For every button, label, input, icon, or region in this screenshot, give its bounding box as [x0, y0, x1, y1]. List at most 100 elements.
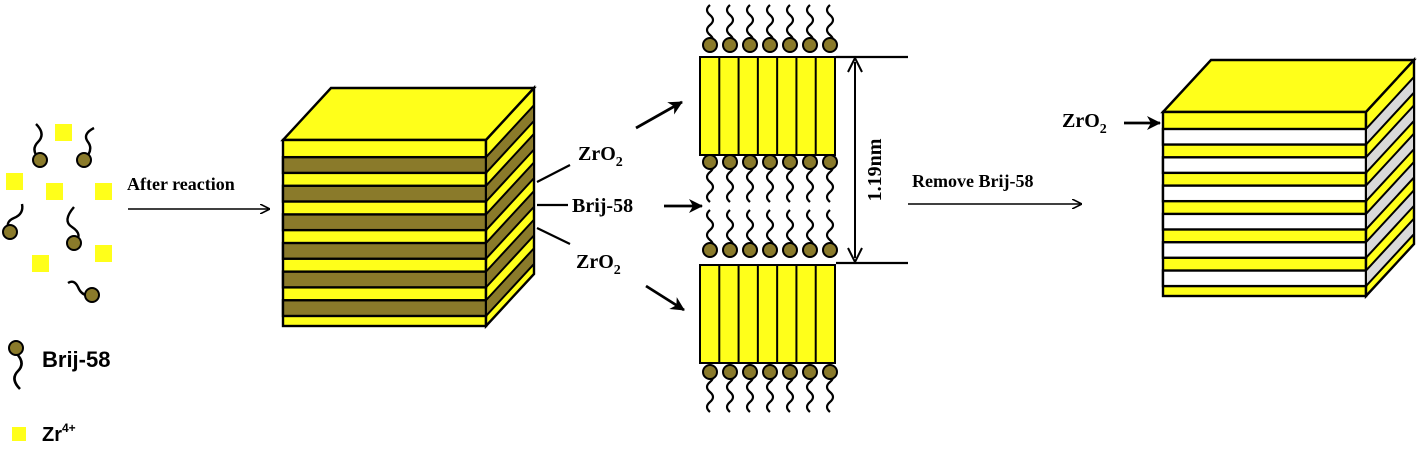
- mesoporous-zro2-cube: [1160, 56, 1417, 300]
- surfactant-head: [762, 242, 778, 258]
- zoom-brij-label: Brij-58: [572, 195, 633, 217]
- surfactant-head: [742, 154, 758, 170]
- brij-58-molecule: [702, 154, 718, 203]
- zr4-ion: [46, 183, 63, 200]
- brij-58-legend-icon: [8, 340, 24, 390]
- pore-layer-side: [1365, 159, 1415, 233]
- pore-layer-front: [1161, 241, 1368, 259]
- zoomed-bilayer-structure: [699, 4, 838, 413]
- brij-58-molecule: [722, 209, 738, 258]
- surfactant-head: [762, 37, 778, 53]
- brij-58-molecule: [702, 364, 718, 413]
- brij-58-molecule: [782, 4, 798, 53]
- brij-58-molecule: [802, 364, 818, 413]
- surfactant-head: [32, 152, 48, 168]
- brij-58-molecule: [802, 154, 818, 203]
- surfactant-head: [802, 242, 818, 258]
- pore-layer-side: [1365, 131, 1415, 204]
- after-reaction-label: After reaction: [127, 174, 235, 194]
- brij-58-molecule: [782, 154, 798, 203]
- pore-layer-side: [485, 131, 535, 205]
- surfactant-head: [742, 37, 758, 53]
- spacing-dimension: 1.19nm: [836, 55, 908, 265]
- zoom-zro2-bottom-label: ZrO2: [576, 251, 621, 278]
- pore-layer-front: [281, 270, 488, 289]
- spacing-arrow-up: [847, 55, 863, 73]
- pore-layer-side: [485, 245, 535, 319]
- surfactant-head: [722, 37, 738, 53]
- zoom-callout-top: [536, 164, 571, 183]
- final-zro2-label: ZrO2: [1062, 110, 1107, 137]
- pore-layer-front: [281, 213, 488, 232]
- zro2-wall-layer: [699, 56, 836, 156]
- surfactant-head: [782, 154, 798, 170]
- brij-58-molecule: [802, 4, 818, 53]
- surfactant-head: [762, 154, 778, 170]
- surfactant-head: [822, 154, 838, 170]
- zro2-wall-layer: [699, 264, 836, 364]
- brij-58-molecule: [722, 364, 738, 413]
- brij-58-molecule: [762, 4, 778, 53]
- pore-layer-front: [1161, 156, 1368, 175]
- surfactant-head: [702, 154, 718, 170]
- legend-brij-label: Brij-58: [42, 347, 110, 372]
- surfactant-head: [702, 37, 718, 53]
- surfactant-head: [84, 287, 100, 303]
- surfactant-head: [802, 37, 818, 53]
- brij-58-molecule: [762, 154, 778, 203]
- zr-legend-icon: [12, 427, 26, 441]
- precursor-mixture: [2, 123, 112, 303]
- pore-layer-front: [1161, 127, 1368, 146]
- brij-58-molecule: [32, 123, 48, 168]
- surfactant-head: [762, 364, 778, 380]
- pore-layer-side: [1365, 187, 1415, 261]
- remove-brij-label: Remove Brij-58: [912, 171, 1033, 191]
- pore-layer-side: [485, 188, 535, 262]
- brij-58-molecule: [762, 209, 778, 258]
- surfactant-head: [822, 37, 838, 53]
- surfactant-head: [702, 364, 718, 380]
- spacing-label: 1.19nm: [864, 138, 886, 201]
- brij-58-molecule: [722, 4, 738, 53]
- pore-layer-side: [485, 159, 535, 233]
- brij-58-molecule: [742, 154, 758, 203]
- surfactant-head: [822, 364, 838, 380]
- brij-58-molecule: [822, 4, 838, 53]
- brij-58-molecule: [2, 203, 24, 240]
- brij-58-molecule: [822, 209, 838, 258]
- pore-layer-front: [1161, 269, 1368, 288]
- surfactant-head: [8, 340, 24, 356]
- pore-layer-side: [1365, 74, 1415, 148]
- surfactant-head: [742, 242, 758, 258]
- surfactant-head: [802, 154, 818, 170]
- surfactant-head: [782, 242, 798, 258]
- zoom-zro2-top-label: ZrO2: [578, 143, 623, 170]
- pore-layer-side: [485, 102, 535, 176]
- brij-58-molecule: [722, 154, 738, 203]
- pore-layer-front: [1161, 184, 1368, 203]
- pore-layer-side: [1365, 102, 1415, 176]
- zr4-ion: [32, 255, 49, 272]
- surfactant-head: [782, 37, 798, 53]
- surfactant-head: [76, 152, 92, 168]
- legend: Brij-58 Zr4+: [8, 340, 110, 446]
- brij-58-molecule: [66, 206, 82, 251]
- zro2-top-arrow: [635, 100, 683, 130]
- spacing-arrow-down: [847, 247, 863, 265]
- surfactant-head: [802, 364, 818, 380]
- legend-zr-label: Zr4+: [42, 421, 76, 446]
- pore-layer-side: [485, 217, 535, 290]
- surfactant-head: [722, 364, 738, 380]
- surfactant-head: [722, 154, 738, 170]
- pore-layer-side: [1365, 215, 1415, 289]
- brij-58-molecule: [742, 4, 758, 53]
- zr4-ion: [95, 183, 112, 200]
- zr4-ion: [6, 173, 23, 190]
- pore-layer-front: [1161, 212, 1368, 231]
- lamellar-mesophase-cube: [280, 84, 537, 330]
- surfactant-tail: [13, 352, 23, 390]
- surfactant-head: [822, 242, 838, 258]
- zr4-ion: [55, 124, 72, 141]
